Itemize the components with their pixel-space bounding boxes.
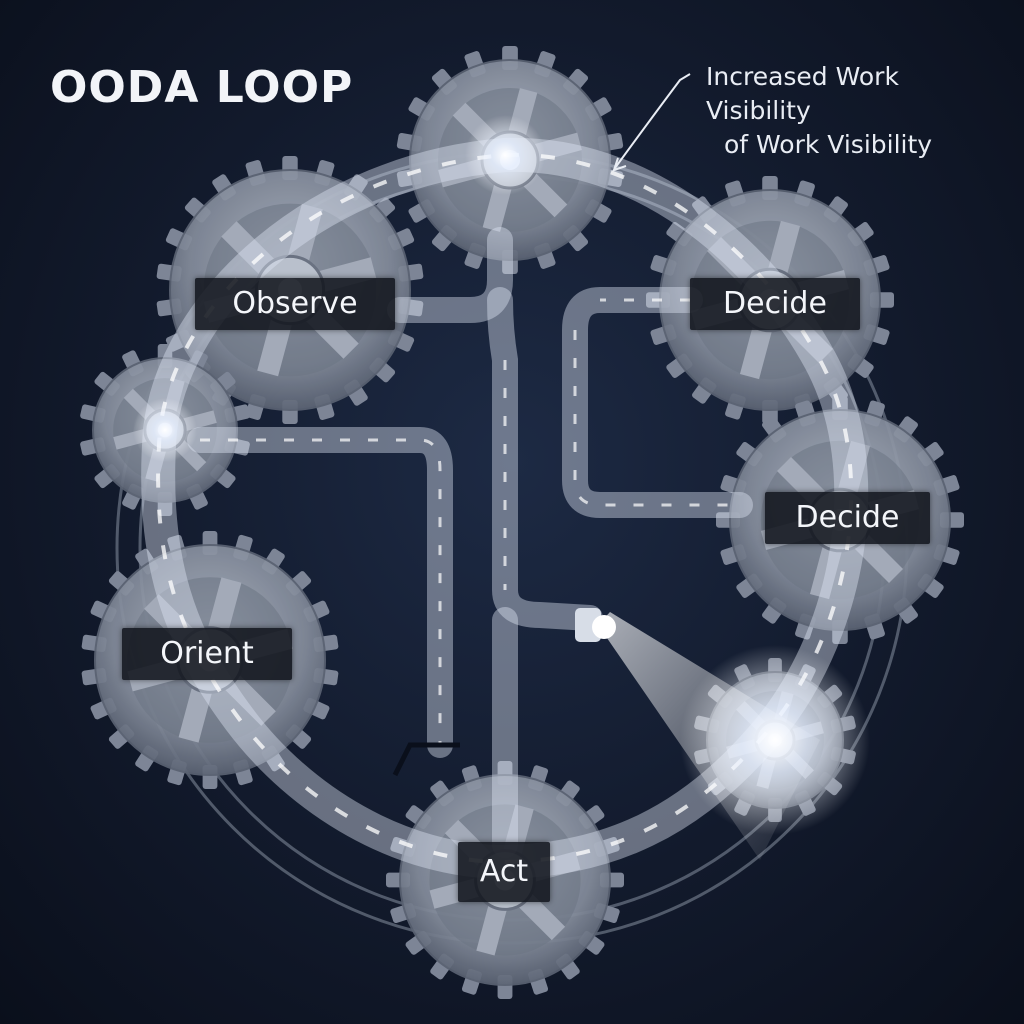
stage-label-decide-top: Decide	[690, 278, 860, 330]
diagram-title: OODA LOOP	[50, 62, 354, 113]
glow-lower-right	[680, 645, 870, 835]
glow-top	[465, 115, 545, 195]
stage-label-observe: Observe	[195, 278, 395, 330]
annotation-text: Increased Work Visibility of Work Visibi…	[706, 60, 1006, 162]
stage-label-orient: Orient	[122, 628, 292, 680]
stage-label-decide-right: Decide	[765, 492, 930, 544]
pipe-highlights	[200, 298, 740, 745]
annotation-line-1: Increased Work Visibility	[706, 62, 899, 125]
glow-left	[133, 398, 197, 462]
lamp-bulb	[592, 615, 616, 639]
gear-small-left-icon	[80, 344, 250, 516]
connector-bracket	[392, 742, 460, 777]
stage-label-act: Act	[458, 842, 550, 902]
annotation-arrow	[612, 73, 691, 172]
annotation-line-2: of Work Visibility	[724, 130, 933, 159]
